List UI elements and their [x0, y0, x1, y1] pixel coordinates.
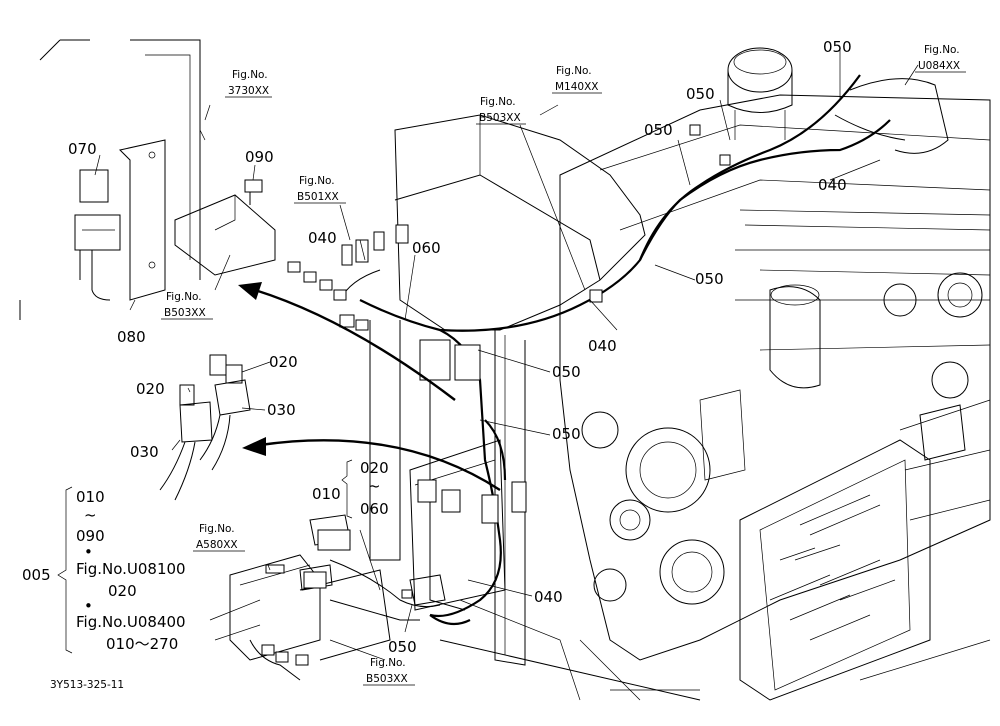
callout-050-e: 050: [552, 363, 581, 381]
set-bullet-2: •: [84, 597, 93, 615]
callout-030-a: 030: [267, 401, 296, 419]
arrow-to-relay-bracket: [254, 288, 456, 401]
callout-090: 090: [245, 148, 274, 166]
callout-080: 080: [117, 328, 146, 346]
engine-assembly: [439, 47, 991, 701]
callout-020-range-start: 020: [360, 459, 389, 477]
callout-050-c: 050: [644, 121, 673, 139]
callout-050-b: 050: [686, 85, 715, 103]
figref-label: Fig.No.: [199, 523, 235, 535]
figure-reference-b501: Fig.No. B501XX: [294, 175, 346, 204]
figref-code: M140XX: [555, 81, 599, 93]
figref-code: 3730XX: [228, 85, 269, 97]
figref-code: U084XX: [918, 60, 960, 72]
callout-010-bracket: [341, 459, 353, 519]
figref-code: B503XX: [479, 112, 521, 124]
flywheel-plate-hatch: [769, 494, 896, 641]
figure-reference-3730: Fig.No. 3730XX: [225, 69, 272, 98]
drawing-code: 3Y513-325-11: [50, 679, 124, 691]
figref-code: B503XX: [366, 673, 408, 685]
part-callouts: 070 090 080 040 060 020 020 030 030 050 …: [68, 38, 852, 656]
callout-020-a: 020: [269, 353, 298, 371]
callout-060-range-end: 060: [360, 500, 389, 518]
set-group-number: 005: [22, 566, 51, 584]
figref-code: B501XX: [297, 191, 339, 203]
callout-020-b: 020: [136, 380, 165, 398]
set-range-end: 090: [76, 527, 105, 545]
figref-label: Fig.No.: [299, 175, 335, 187]
set-range-tilde: ~: [84, 506, 97, 524]
fuse-holder-group: [159, 354, 251, 501]
callout-050-d: 050: [695, 270, 724, 288]
figure-reference-a580: Fig.No. A580XX: [193, 523, 245, 552]
figref-code: B503XX: [164, 307, 206, 319]
set-group-005: 005 010 ~ 090 • Fig.No.U08100 020 • Fig.…: [22, 486, 186, 654]
callout-030-b: 030: [130, 443, 159, 461]
connectors: [261, 124, 731, 666]
callout-050-f: 050: [552, 425, 581, 443]
figure-reference-u084: Fig.No. U084XX: [915, 44, 966, 73]
figref-label: Fig.No.: [370, 657, 406, 669]
callout-040-a: 040: [308, 229, 337, 247]
figure-reference-b503-top: Fig.No. B503XX: [476, 96, 526, 125]
figref-label: Fig.No.: [924, 44, 960, 56]
set-bullet-1: •: [84, 543, 93, 561]
callout-040-mid: 040: [588, 337, 617, 355]
set-ref-1: Fig.No.U08100: [76, 560, 186, 578]
set-ref-1-item: 020: [108, 582, 137, 600]
relay-bracket-group: [74, 139, 276, 301]
callout-040-top: 040: [818, 176, 847, 194]
figref-label: Fig.No.: [480, 96, 516, 108]
figure-reference-b503-bottom: Fig.No. B503XX: [363, 657, 415, 686]
figure-reference-m140: Fig.No. M140XX: [552, 65, 602, 94]
callout-050-top: 050: [823, 38, 852, 56]
callout-050-bottom: 050: [388, 638, 417, 656]
set-range-start: 010: [76, 488, 105, 506]
callout-070: 070: [68, 140, 97, 158]
figref-code: A580XX: [196, 539, 238, 551]
set-ref-2: Fig.No.U08400: [76, 613, 186, 631]
leader-lines: [94, 50, 919, 661]
callout-010: 010: [312, 485, 341, 503]
figref-label: Fig.No.: [232, 69, 268, 81]
arrow-to-fuse-holder: [259, 439, 501, 492]
callout-060-a: 060: [412, 239, 441, 257]
callout-range-tilde: ~: [368, 477, 381, 495]
set-ref-2-items: 010～270: [106, 635, 178, 653]
figref-label: Fig.No.: [556, 65, 592, 77]
callout-040-low: 040: [534, 588, 563, 606]
set-group-bracket: [57, 486, 73, 654]
figure-reference-b503-left: Fig.No. B503XX: [161, 291, 213, 320]
figref-label: Fig.No.: [166, 291, 202, 303]
direction-arrows: [238, 282, 501, 492]
panel-frame: [19, 39, 646, 681]
